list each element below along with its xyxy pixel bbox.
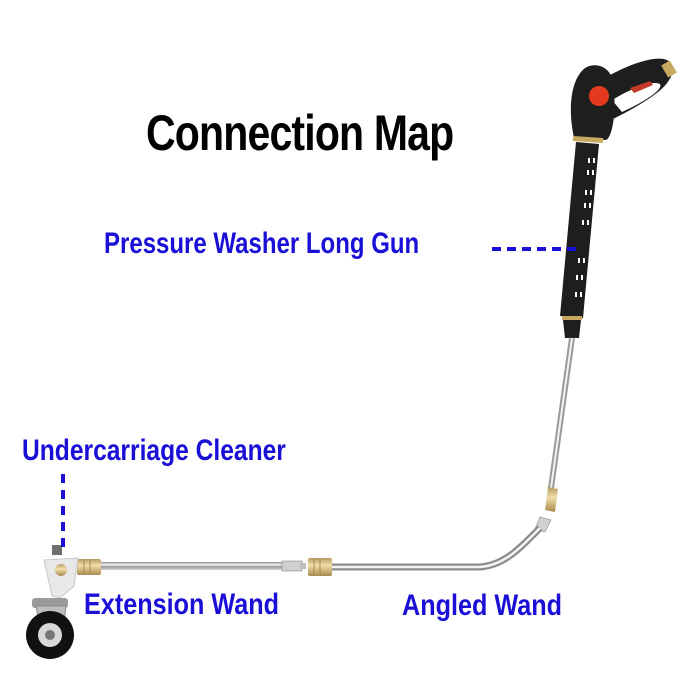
extension-wand-icon bbox=[77, 559, 306, 575]
label-undercarriage-cleaner: Undercarriage Cleaner bbox=[22, 434, 286, 467]
label-extension-wand: Extension Wand bbox=[84, 588, 280, 621]
long-gun-icon bbox=[560, 58, 677, 338]
label-angled-wand: Angled Wand bbox=[402, 589, 563, 622]
label-long-gun: Pressure Washer Long Gun bbox=[104, 227, 420, 260]
page-title: Connection Map bbox=[146, 105, 454, 161]
angled-wand-icon bbox=[308, 337, 575, 576]
undercarriage-cleaner-icon bbox=[26, 545, 79, 659]
